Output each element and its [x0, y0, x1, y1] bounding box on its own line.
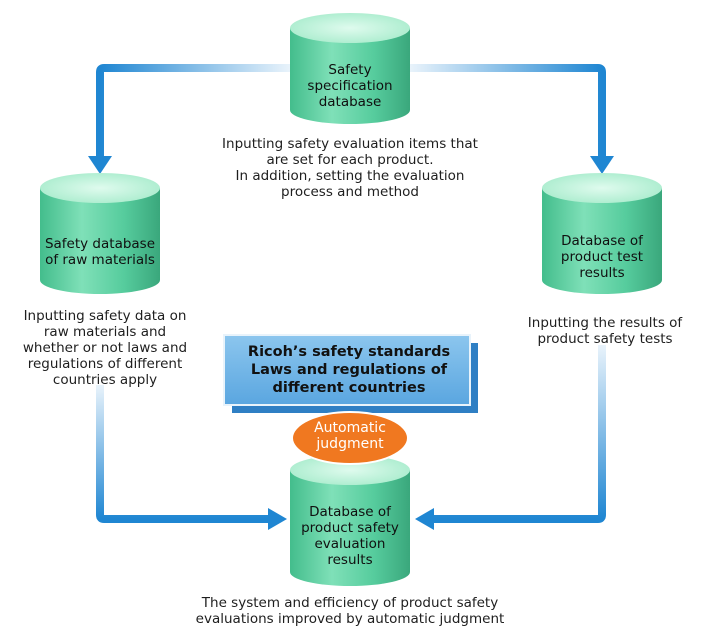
standards-box-text: Ricoh’s safety standards Laws and regula… — [247, 344, 451, 396]
spec-input-description: Inputting safety evaluation items that a… — [222, 136, 478, 200]
automatic-judgment-badge — [291, 411, 409, 465]
test-results-input-description: Inputting the results of product safety … — [527, 315, 683, 347]
arrow-spec-to-test — [410, 64, 614, 174]
product-test-database-cylinder — [542, 173, 662, 294]
product-test-database-label: Database of product test results — [560, 233, 644, 281]
evaluation-results-database-cylinder — [290, 455, 410, 586]
bottom-description: The system and efficiency of product saf… — [195, 595, 505, 627]
safety-spec-database-label: Safety specification database — [307, 62, 393, 110]
raw-materials-input-description: Inputting safety data on raw materials a… — [22, 308, 188, 388]
safety-spec-database-cylinder — [290, 13, 410, 124]
evaluation-results-database-label: Database of product safety evaluation re… — [301, 504, 399, 568]
raw-materials-database-label: Safety database of raw materials — [44, 236, 156, 268]
raw-materials-database-cylinder — [40, 173, 160, 294]
automatic-judgment-label: Automatic judgment — [314, 420, 386, 452]
standards-box — [223, 334, 478, 413]
arrow-test-to-results — [415, 345, 606, 530]
arrow-raw-to-results — [96, 385, 287, 530]
arrow-spec-to-raw — [88, 64, 290, 174]
